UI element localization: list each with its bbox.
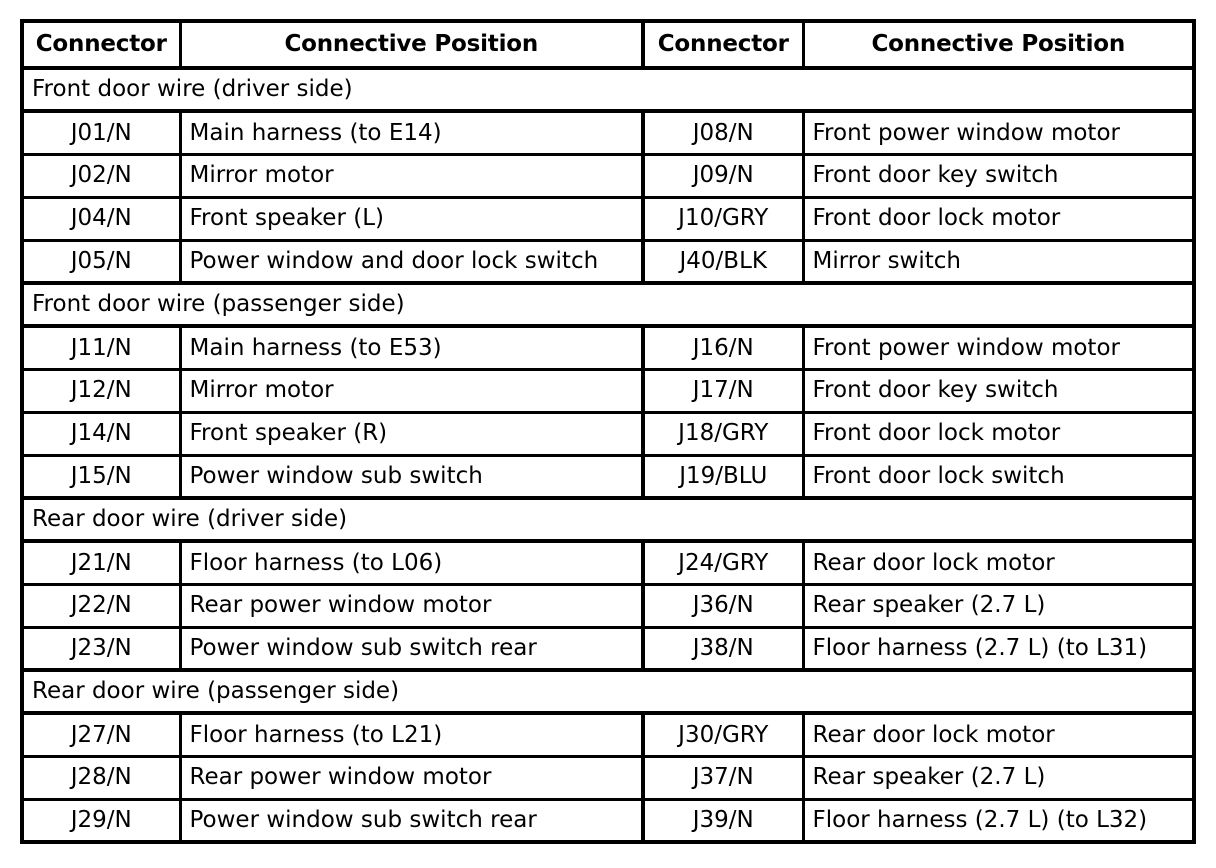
section-header-row: Rear door wire (passenger side) bbox=[22, 670, 1194, 715]
cell-position-left: Rear power window motor bbox=[180, 584, 645, 629]
cell-connector-left: J22/N bbox=[22, 584, 182, 629]
cell-connector-right: J17/N bbox=[643, 369, 805, 414]
cell-position-left: Floor harness (to L06) bbox=[180, 541, 645, 586]
cell-position-left: Mirror motor bbox=[180, 154, 645, 199]
cell-connector-right: J36/N bbox=[643, 584, 805, 629]
column-header-position-right: Connective Position bbox=[803, 21, 1194, 70]
cell-connector-left: J14/N bbox=[22, 412, 182, 457]
connector-table-container: Connector Connective Position Connector … bbox=[20, 19, 1196, 844]
cell-position-right: Rear door lock motor bbox=[803, 713, 1194, 758]
cell-position-right: Front door key switch bbox=[803, 154, 1194, 199]
column-header-position-left: Connective Position bbox=[180, 21, 645, 70]
cell-position-right: Floor harness (2.7 L) (to L31) bbox=[803, 627, 1194, 672]
cell-position-left: Power window sub switch bbox=[180, 455, 645, 500]
cell-connector-right: J40/BLK bbox=[643, 240, 805, 285]
cell-connector-left: J12/N bbox=[22, 369, 182, 414]
section-header-row: Front door wire (driver side) bbox=[22, 68, 1194, 113]
section-title: Rear door wire (passenger side) bbox=[22, 670, 1194, 715]
cell-position-right: Front power window motor bbox=[803, 111, 1194, 156]
table-header: Connector Connective Position Connector … bbox=[22, 21, 1194, 70]
cell-connector-right: J16/N bbox=[643, 326, 805, 371]
cell-connector-left: J11/N bbox=[22, 326, 182, 371]
cell-connector-right: J30/GRY bbox=[643, 713, 805, 758]
cell-connector-left: J23/N bbox=[22, 627, 182, 672]
column-header-connector-right: Connector bbox=[643, 21, 805, 70]
section-header-row: Rear door wire (driver side) bbox=[22, 498, 1194, 543]
cell-connector-right: J10/GRY bbox=[643, 197, 805, 242]
cell-connector-right: J38/N bbox=[643, 627, 805, 672]
cell-position-right: Floor harness (2.7 L) (to L32) bbox=[803, 799, 1194, 842]
column-header-connector-left: Connector bbox=[22, 21, 182, 70]
cell-connector-left: J29/N bbox=[22, 799, 182, 842]
cell-connector-right: J19/BLU bbox=[643, 455, 805, 500]
cell-position-left: Power window sub switch rear bbox=[180, 799, 645, 842]
cell-connector-right: J18/GRY bbox=[643, 412, 805, 457]
cell-connector-right: J08/N bbox=[643, 111, 805, 156]
cell-position-right: Rear door lock motor bbox=[803, 541, 1194, 586]
cell-connector-left: J05/N bbox=[22, 240, 182, 285]
cell-position-left: Main harness (to E14) bbox=[180, 111, 645, 156]
cell-connector-left: J21/N bbox=[22, 541, 182, 586]
cell-connector-left: J28/N bbox=[22, 756, 182, 801]
cell-position-left: Floor harness (to L21) bbox=[180, 713, 645, 758]
cell-position-left: Front speaker (R) bbox=[180, 412, 645, 457]
cell-position-left: Rear power window motor bbox=[180, 756, 645, 801]
section-title: Rear door wire (driver side) bbox=[22, 498, 1194, 543]
cell-position-right: Front door lock switch bbox=[803, 455, 1194, 500]
cell-connector-right: J39/N bbox=[643, 799, 805, 842]
cell-position-right: Rear speaker (2.7 L) bbox=[803, 584, 1194, 629]
connector-table: Connector Connective Position Connector … bbox=[20, 19, 1196, 844]
cell-connector-left: J04/N bbox=[22, 197, 182, 242]
cell-connector-right: J24/GRY bbox=[643, 541, 805, 586]
cell-position-right: Mirror switch bbox=[803, 240, 1194, 285]
section-title: Front door wire (passenger side) bbox=[22, 283, 1194, 328]
cell-connector-left: J01/N bbox=[22, 111, 182, 156]
cell-connector-right: J09/N bbox=[643, 154, 805, 199]
cell-position-right: Front door lock motor bbox=[803, 197, 1194, 242]
cell-connector-right: J37/N bbox=[643, 756, 805, 801]
cell-connector-left: J02/N bbox=[22, 154, 182, 199]
cell-connector-left: J15/N bbox=[22, 455, 182, 500]
section-header-row: Front door wire (passenger side) bbox=[22, 283, 1194, 328]
cell-position-right: Front door key switch bbox=[803, 369, 1194, 414]
cell-position-left: Power window and door lock switch bbox=[180, 240, 645, 285]
table-header-row: Connector Connective Position Connector … bbox=[22, 21, 1194, 70]
section-title: Front door wire (driver side) bbox=[22, 68, 1194, 113]
cell-position-right: Rear speaker (2.7 L) bbox=[803, 756, 1194, 801]
cell-position-left: Front speaker (L) bbox=[180, 197, 645, 242]
cell-position-right: Front door lock motor bbox=[803, 412, 1194, 457]
cell-connector-left: J27/N bbox=[22, 713, 182, 758]
cell-position-left: Mirror motor bbox=[180, 369, 645, 414]
cell-position-left: Main harness (to E53) bbox=[180, 326, 645, 371]
cell-position-right: Front power window motor bbox=[803, 326, 1194, 371]
cell-position-left: Power window sub switch rear bbox=[180, 627, 645, 672]
